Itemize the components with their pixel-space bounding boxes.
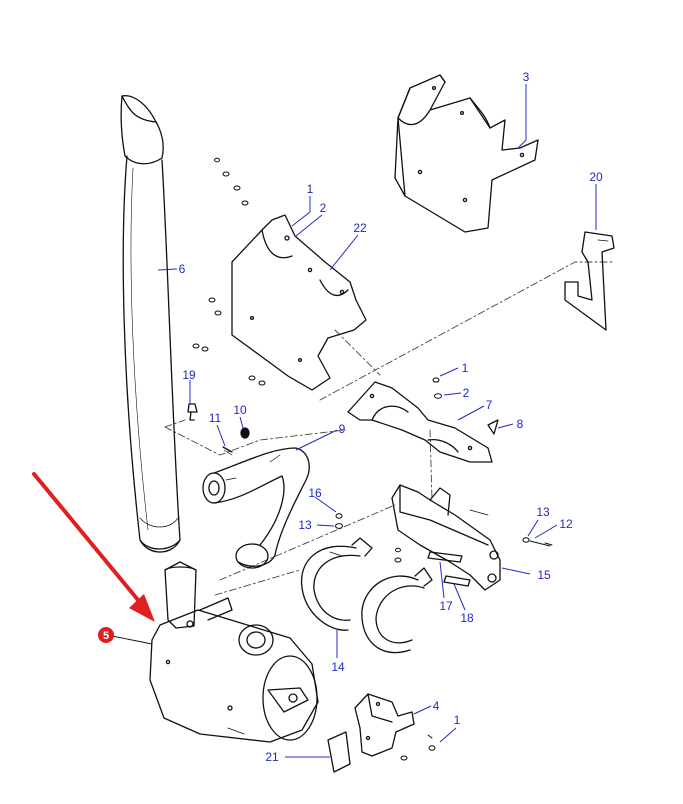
callout-label: 7: [486, 398, 493, 412]
elbow-pipe-part-9: [202, 447, 310, 569]
plug-part-10: [240, 427, 250, 439]
badge-leader-line: [111, 635, 153, 645]
bolt-part-19: [187, 403, 198, 421]
callout-label: 12: [559, 517, 573, 531]
mount-frame-part-15: [391, 484, 501, 591]
callout-label: 22: [353, 221, 367, 235]
callout-label: 10: [233, 403, 247, 417]
callout-label: 16: [308, 486, 322, 500]
callout-label: 11: [209, 411, 222, 425]
callout-label: 8: [517, 417, 524, 431]
plate-part-8: [487, 419, 499, 435]
bolts-part-17-18: [427, 551, 471, 587]
callout-leader-lines: [157, 84, 597, 758]
callout-label: 1: [462, 361, 469, 375]
bracket-part-20: [564, 231, 615, 331]
callout-label: 14: [331, 660, 345, 674]
callout-labels: 3 20 1 2 22 6 19 10 11 9 1 2 7 8 16 13 1…: [179, 70, 603, 764]
callout-label: 20: [589, 170, 603, 184]
heat-shield-part-22: [231, 214, 367, 391]
callout-label: 15: [537, 568, 551, 582]
muffler-part-5: [149, 561, 319, 743]
highlighted-part-badge: 5: [98, 627, 114, 643]
hardware-set-upper: [192, 157, 266, 386]
callout-label: 21: [265, 750, 279, 764]
clamp-straps-part-14: [300, 537, 433, 654]
badge-circle: [98, 627, 114, 643]
callout-label: 17: [439, 599, 453, 613]
mount-bracket-part-7: [347, 381, 493, 463]
part-drawings: [120, 74, 615, 773]
heat-shield-part-3: [394, 74, 539, 233]
hardware-set-7: [432, 377, 442, 399]
callout-label: 4: [433, 699, 440, 713]
highlight-arrow: [32, 472, 155, 622]
callout-label: 3: [523, 70, 530, 84]
callout-label: 1: [307, 182, 314, 196]
tail-pipe-part-6: [120, 95, 181, 553]
callout-label: 18: [460, 611, 474, 625]
bracket-part-4: [354, 693, 415, 757]
callout-label: 6: [179, 262, 186, 276]
callout-label: 13: [536, 505, 550, 519]
bolts-part-12-13: [335, 513, 553, 563]
callout-label: 9: [339, 422, 346, 436]
badge-label: 5: [103, 630, 109, 642]
pin-part-11: [222, 446, 233, 456]
callout-label: 2: [463, 386, 470, 400]
callout-label: 2: [320, 201, 327, 215]
hardware-set-lower: [400, 734, 436, 761]
plate-part-21: [327, 731, 351, 773]
callout-label: 19: [182, 368, 196, 382]
callout-label: 1: [454, 713, 461, 727]
callout-label: 13: [298, 518, 312, 532]
